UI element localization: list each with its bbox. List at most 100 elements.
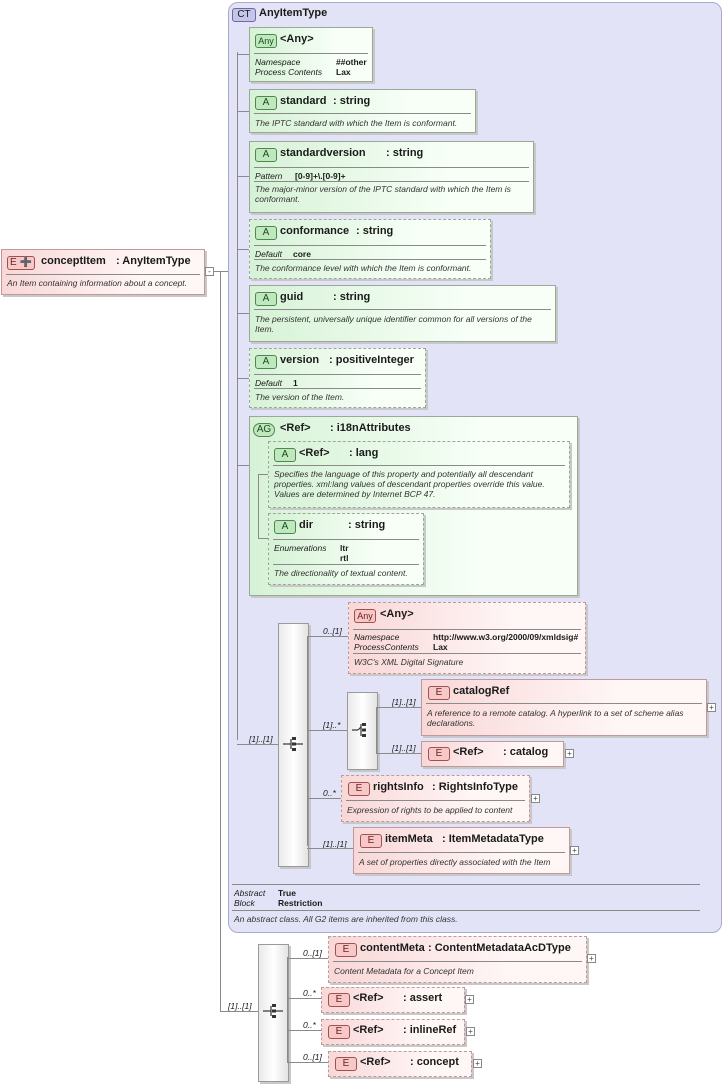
attribute-standardversion[interactable]: A standardversion : string Pattern [0-9]… xyxy=(249,141,534,213)
attribute-description: Specifies the language of this property … xyxy=(274,469,545,499)
element-contentmeta[interactable]: E contentMeta : ContentMetadataAcDType C… xyxy=(328,936,587,983)
root-element-box[interactable]: E ➕ conceptItem : AnyItemType An Item co… xyxy=(1,249,205,295)
abstract-value: True xyxy=(278,888,296,898)
complex-type-description: An abstract class. All G2 items are inhe… xyxy=(234,914,458,924)
attribute-standard[interactable]: A standard : string The IPTC standard wi… xyxy=(249,89,476,133)
namespace-value: http://www.w3.org/2000/09/xmldsig# xyxy=(433,632,579,642)
attribute-type: : string xyxy=(356,225,394,237)
namespace-label: Namespace xyxy=(255,57,301,67)
element-badge: E xyxy=(328,993,350,1007)
element-description: Expression of rights to be applied to co… xyxy=(347,805,513,815)
any-badge: Any xyxy=(354,609,376,623)
element-type: : RightsInfoType xyxy=(432,781,518,793)
enumeration-rtl: rtl xyxy=(340,553,349,563)
attribute-group-name: : i18nAttributes xyxy=(330,422,411,434)
pattern-value: [0-9]+\.[0-9]+ xyxy=(295,171,346,181)
any-element-description: W3C's XML Digital Signature xyxy=(354,657,464,667)
element-catalogref[interactable]: E catalogRef A reference to a remote cat… xyxy=(421,679,707,736)
attribute-badge: A xyxy=(274,448,296,462)
attribute-type: : positiveInteger xyxy=(329,354,414,366)
element-itemmeta[interactable]: E itemMeta : ItemMetadataType A set of p… xyxy=(353,827,570,874)
attribute-badge: A xyxy=(255,355,277,369)
root-element-description: An Item containing information about a c… xyxy=(7,278,188,288)
attribute-badge: A xyxy=(255,96,277,110)
rightsinfo-multiplicity: 0..* xyxy=(323,788,336,798)
expand-toggle[interactable]: + xyxy=(565,749,574,758)
attribute-version[interactable]: A version : positiveInteger Default 1 Th… xyxy=(249,348,426,408)
choice-multiplicity: [1]..* xyxy=(323,720,341,730)
any-element-box[interactable]: Any <Any> Namespace http://www.w3.org/20… xyxy=(348,602,586,674)
collapse-toggle[interactable]: - xyxy=(205,267,214,276)
element-badge: E xyxy=(328,1025,350,1039)
attribute-type: : string xyxy=(348,519,386,531)
element-name: : concept xyxy=(410,1056,459,1068)
any-attribute-name: <Any> xyxy=(280,33,314,45)
attribute-name: : lang xyxy=(349,447,379,459)
expand-toggle[interactable]: + xyxy=(531,794,540,803)
complex-type-badge: CT xyxy=(232,8,256,22)
process-contents-value: Lax xyxy=(433,642,448,652)
element-catalog[interactable]: E <Ref> : catalog xyxy=(421,741,564,767)
attribute-name: standard xyxy=(280,95,327,107)
enumeration-ltr: ltr xyxy=(340,543,349,553)
element-badge: E ➕ xyxy=(7,256,35,270)
outer-sequence-compositor[interactable] xyxy=(258,944,289,1082)
attribute-name: conformance xyxy=(280,225,350,237)
outer-sequence-multiplicity: [1]..[1] xyxy=(228,1001,252,1011)
element-concept[interactable]: E <Ref> : concept xyxy=(328,1051,472,1077)
attribute-ref: <Ref> xyxy=(299,447,330,459)
complex-type-name: AnyItemType xyxy=(259,7,328,19)
element-badge: E xyxy=(335,1057,357,1071)
process-contents-value: Lax xyxy=(336,67,351,77)
attribute-guid[interactable]: A guid : string The persistent, universa… xyxy=(249,285,556,342)
expand-toggle[interactable]: + xyxy=(707,703,716,712)
any-element-multiplicity: 0..[1] xyxy=(323,626,342,636)
any-attribute-box[interactable]: Any <Any> Namespace ##other Process Cont… xyxy=(249,27,373,82)
default-value: 1 xyxy=(293,378,298,388)
expand-toggle[interactable]: + xyxy=(570,846,579,855)
attribute-group-badge: AG xyxy=(253,423,275,437)
attribute-name: guid xyxy=(280,291,304,303)
catalog-multiplicity: [1]..[1] xyxy=(392,743,416,753)
concept-multiplicity: 0..[1] xyxy=(303,1052,322,1062)
element-description: Content Metadata for a Concept Item xyxy=(334,966,474,976)
expand-toggle[interactable]: + xyxy=(465,995,474,1004)
attribute-name: standardversion xyxy=(280,147,366,159)
attribute-type: : string xyxy=(333,291,371,303)
element-type: : ItemMetadataType xyxy=(442,833,544,845)
expand-toggle[interactable]: + xyxy=(587,954,596,963)
expand-toggle[interactable]: + xyxy=(473,1059,482,1068)
element-badge: E xyxy=(335,943,357,957)
attribute-description: The IPTC standard with which the Item is… xyxy=(255,118,458,128)
root-element-name: conceptItem xyxy=(41,255,106,267)
element-name: : assert xyxy=(403,992,443,1004)
element-name: contentMeta xyxy=(360,942,425,954)
default-value: core xyxy=(293,249,311,259)
sequence-icon xyxy=(283,737,303,751)
default-label: Default xyxy=(255,249,282,259)
attribute-description: The persistent, universally unique ident… xyxy=(255,314,532,334)
element-description: A set of properties directly associated … xyxy=(359,857,551,867)
process-contents-label: Process Contents xyxy=(255,67,323,77)
enumerations-label: Enumerations xyxy=(274,543,327,553)
element-name: rightsInfo xyxy=(373,781,424,793)
attribute-lang[interactable]: A <Ref> : lang Specifies the language of… xyxy=(268,441,570,508)
element-ref: <Ref> xyxy=(353,1024,384,1036)
block-value: Restriction xyxy=(278,898,323,908)
attribute-type: : string xyxy=(333,95,371,107)
attribute-name: dir xyxy=(299,519,314,531)
element-inlineref[interactable]: E <Ref> : inlineRef xyxy=(321,1019,465,1045)
element-assert[interactable]: E <Ref> : assert xyxy=(321,987,465,1013)
inner-sequence-multiplicity: [1]..[1] xyxy=(249,734,273,744)
attribute-dir[interactable]: A dir : string Enumerations ltr rtl The … xyxy=(268,513,424,585)
element-badge: E xyxy=(360,834,382,848)
sequence-icon xyxy=(263,1004,283,1018)
element-badge: E xyxy=(348,782,370,796)
element-name: : inlineRef xyxy=(403,1024,457,1036)
expand-toggle[interactable]: + xyxy=(466,1027,475,1036)
attribute-description: The directionality of textual content. xyxy=(274,568,408,578)
element-rightsinfo[interactable]: E rightsInfo : RightsInfoType Expression… xyxy=(341,775,530,822)
attribute-description: The conformance level with which the Ite… xyxy=(255,263,472,273)
attribute-conformance[interactable]: A conformance : string Default core The … xyxy=(249,219,491,279)
any-element-name: <Any> xyxy=(380,608,414,620)
